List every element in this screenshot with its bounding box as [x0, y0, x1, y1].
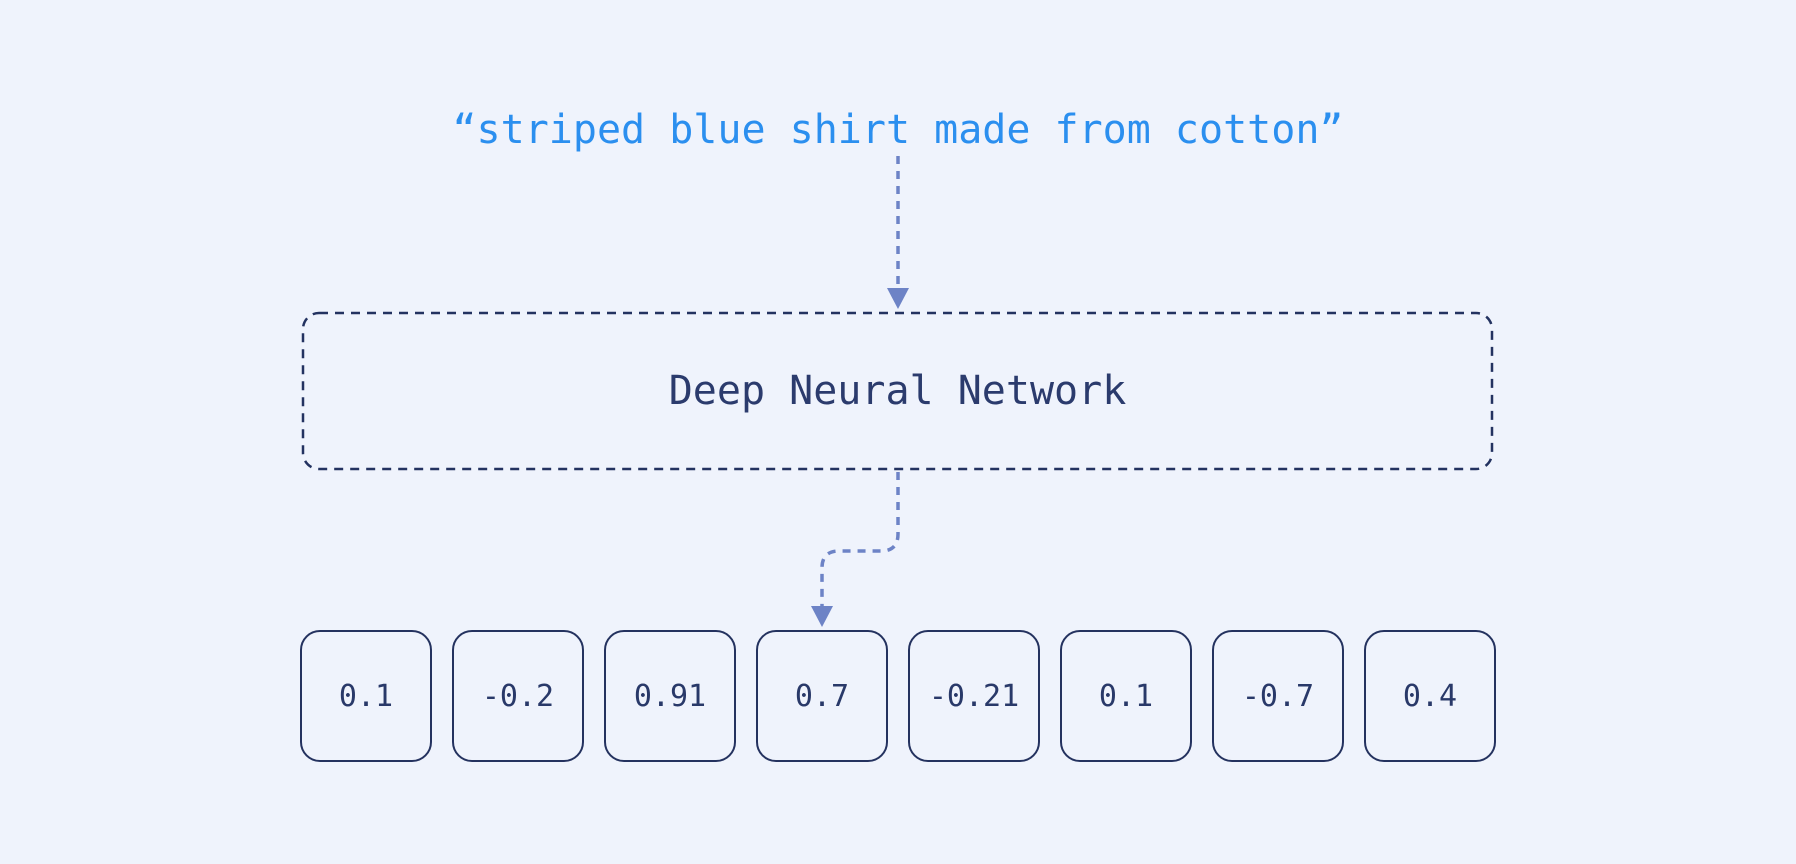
- arrow-model-to-vector: [820, 472, 900, 606]
- arrowhead-input-to-model-icon: [887, 288, 909, 309]
- embedding-value-box: 0.91: [604, 630, 736, 762]
- embedding-value-box: 0.1: [300, 630, 432, 762]
- model-label: Deep Neural Network: [668, 368, 1127, 414]
- input-sentence-text: “striped blue shirt made from cotton”: [452, 107, 1344, 153]
- embedding-value-box: 0.4: [1364, 630, 1496, 762]
- embedding-value-box: 0.1: [1060, 630, 1192, 762]
- embedding-value-box: -0.21: [908, 630, 1040, 762]
- embedding-value-box: -0.7: [1212, 630, 1344, 762]
- arrowhead-model-to-vector-icon: [811, 606, 833, 627]
- embedding-vector-row: 0.1 -0.2 0.91 0.7 -0.21 0.1 -0.7 0.4: [0, 630, 1796, 762]
- embedding-value-box: 0.7: [756, 630, 888, 762]
- embedding-value-box: -0.2: [452, 630, 584, 762]
- model-box: Deep Neural Network: [302, 312, 1493, 470]
